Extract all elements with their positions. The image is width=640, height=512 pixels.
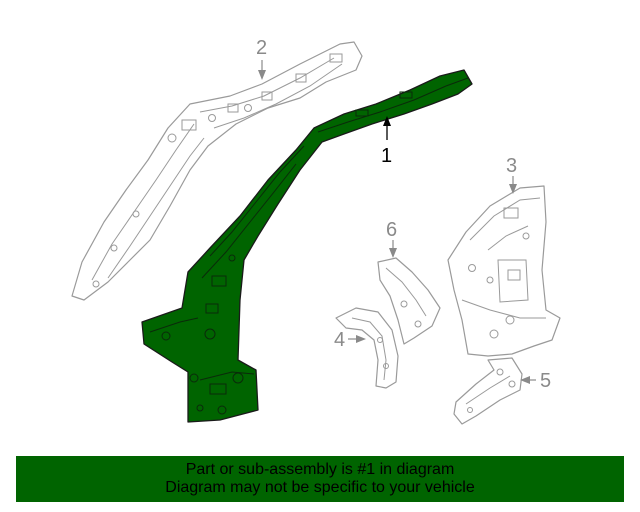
leader-6: [389, 240, 397, 258]
leader-4: [348, 335, 366, 343]
leader-3: [509, 176, 517, 194]
callout-3: 3: [506, 155, 517, 177]
leader-1: [383, 116, 391, 140]
callout-1: 1: [381, 145, 392, 167]
part-3-outline: [447, 185, 561, 357]
leader-2: [258, 60, 266, 80]
parts-diagram: 1 2 3 6 4 5: [71, 37, 561, 425]
callout-4: 4: [334, 329, 345, 351]
callout-5: 5: [540, 370, 551, 392]
part-4-outline: [335, 307, 399, 389]
part-2-outline: [71, 41, 363, 301]
part-6-outline: [377, 257, 441, 345]
part-5-outline: [453, 357, 523, 425]
banner-line-1: Part or sub-assembly is #1 in diagram: [185, 461, 455, 478]
callout-6: 6: [386, 219, 397, 241]
leader-5: [520, 376, 536, 384]
part-1-highlighted: [141, 69, 473, 423]
info-banner: Part or sub-assembly is #1 in diagram Di…: [16, 456, 624, 502]
callout-2: 2: [256, 37, 267, 59]
banner-line-2: Diagram may not be specific to your vehi…: [165, 479, 475, 496]
